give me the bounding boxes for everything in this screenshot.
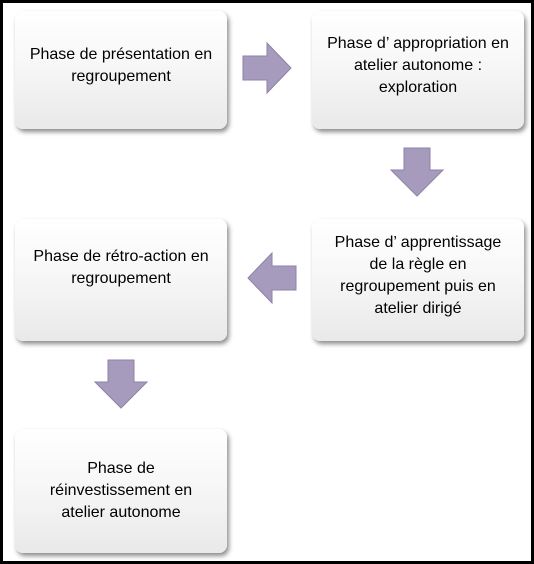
phase-reinvestissement-box: Phase de réinvestissement en atelier aut… xyxy=(15,429,227,553)
arrow-down-icon xyxy=(93,359,149,409)
phase-presentation-box: Phase de présentation en regroupement xyxy=(15,11,227,129)
phase-apprentissage-label: Phase d’ apprentissage de la règle en re… xyxy=(334,234,502,317)
phase-appropriation-label: Phase d’ appropriation en atelier autono… xyxy=(327,35,509,96)
arrow-right-icon xyxy=(242,41,292,95)
arrow-down-icon xyxy=(389,147,445,197)
phase-retro-action-box: Phase de rétro-action en regroupement xyxy=(15,219,227,341)
phase-retro-action-label: Phase de rétro-action en regroupement xyxy=(33,248,209,287)
arrow-left-icon xyxy=(247,251,297,305)
phase-appropriation-box: Phase d’ appropriation en atelier autono… xyxy=(312,11,524,129)
phase-presentation-label: Phase de présentation en regroupement xyxy=(29,46,213,85)
phase-reinvestissement-label: Phase de réinvestissement en atelier aut… xyxy=(49,460,193,521)
phase-apprentissage-box: Phase d’ apprentissage de la règle en re… xyxy=(312,219,524,341)
